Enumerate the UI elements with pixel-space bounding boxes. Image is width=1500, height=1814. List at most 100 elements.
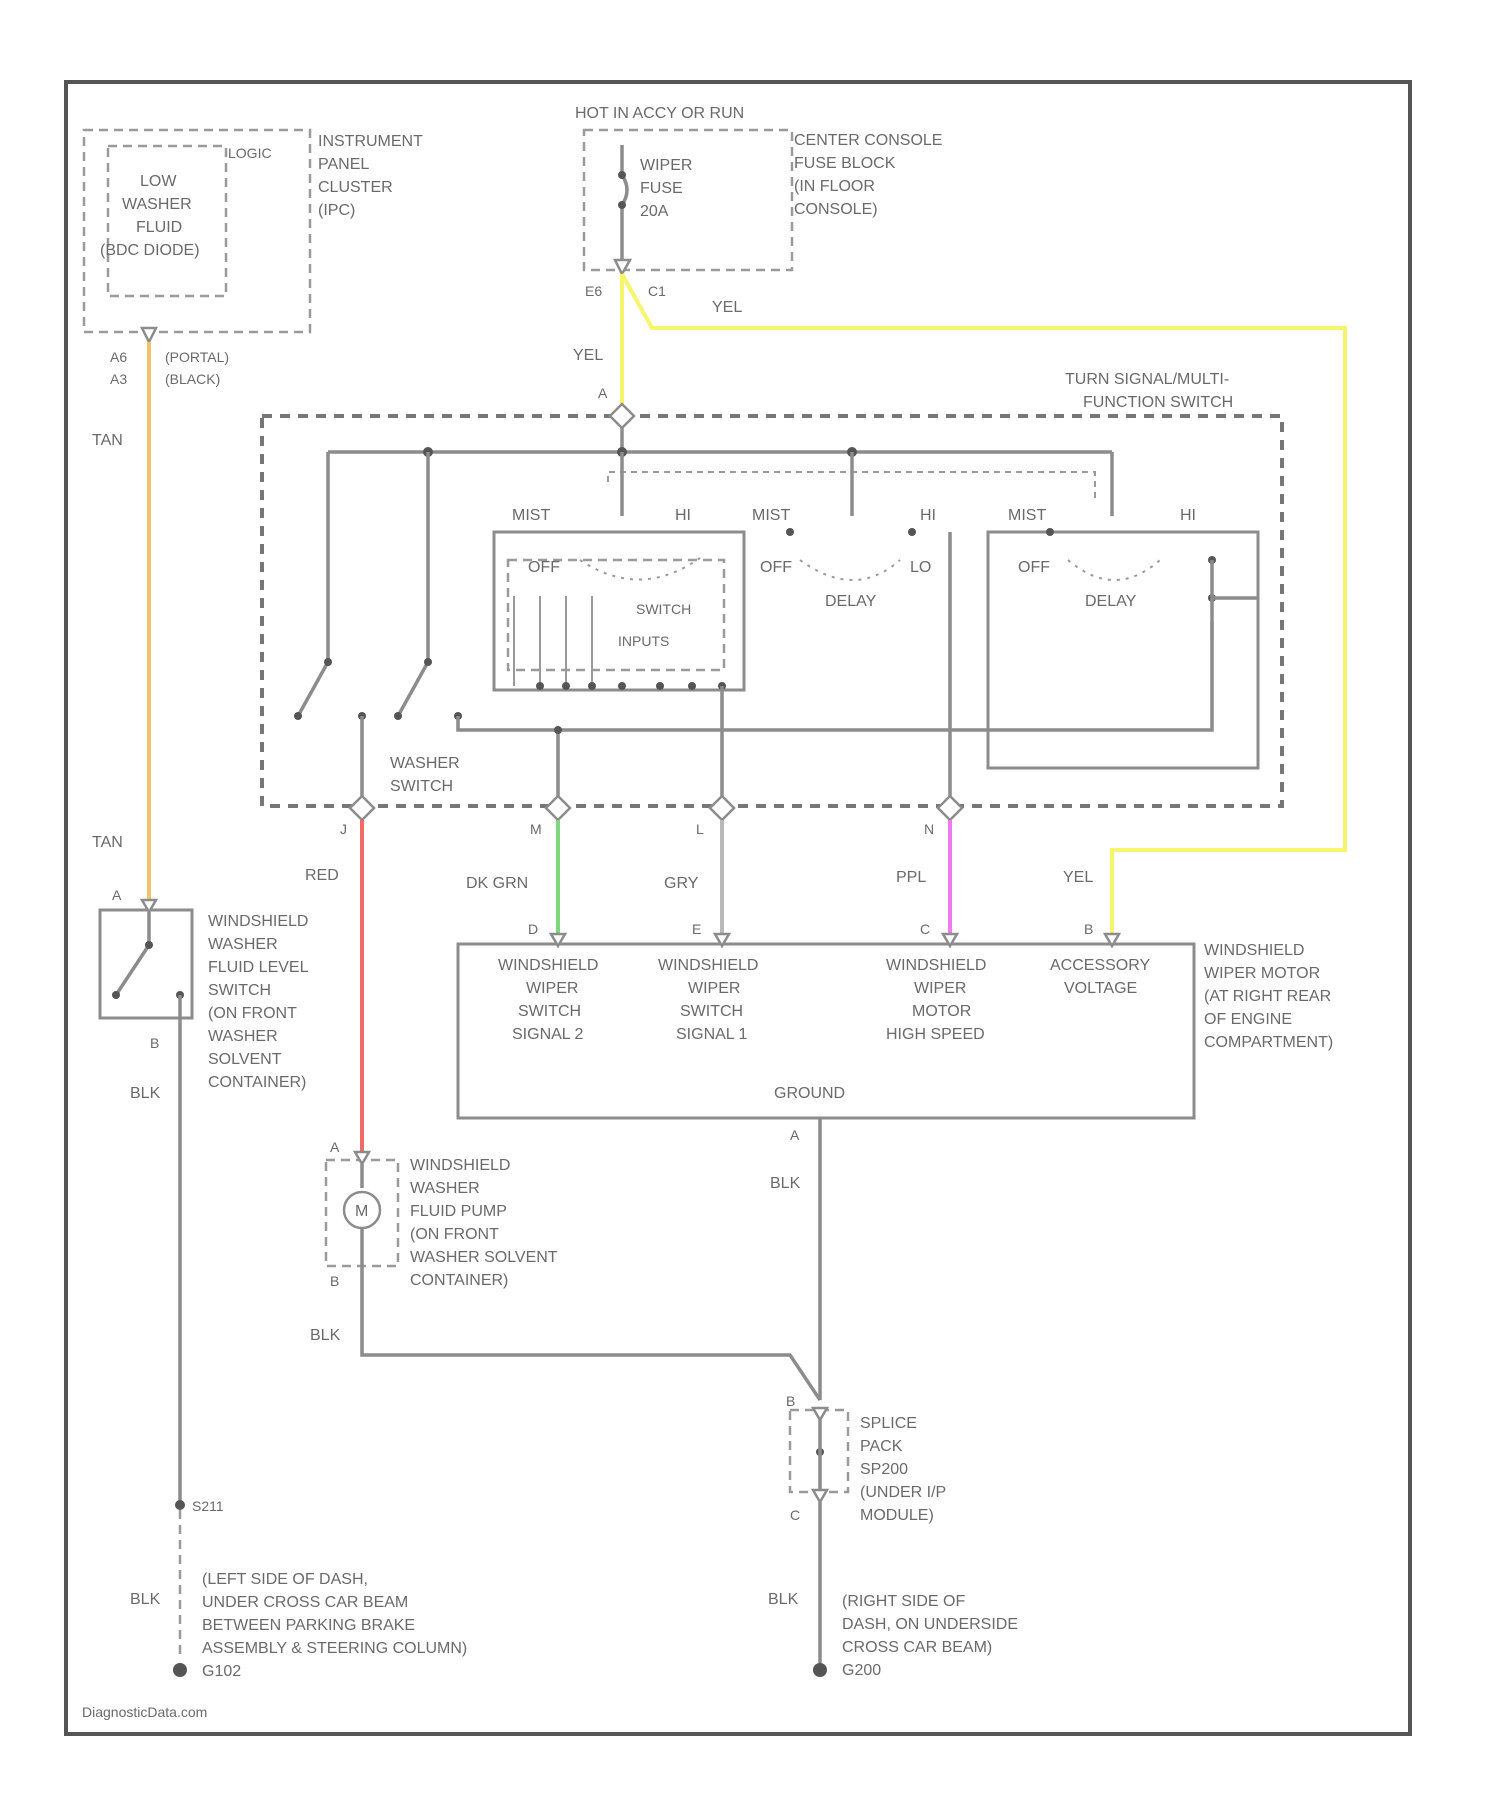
mfs-label-line: TURN SIGNAL/MULTI- [1065,371,1229,388]
ground-right-label-line: (RIGHT SIDE OF [842,1593,965,1610]
splice-pack-label: SPLICE PACK SP200 (UNDER I/P MODULE) [860,1415,946,1524]
ipc-label: INSTRUMENT PANEL CLUSTER (IPC) [318,133,423,219]
mfs-pin-a: A [598,385,608,401]
mid-switch-off: OFF [760,559,792,576]
pump-pin-a: A [330,1139,340,1155]
fuse-label-line: FUSE [640,180,683,197]
wire-label-yel: YEL [1063,869,1093,886]
motor-terminal-line: WIPER [688,980,740,997]
level-switch-pin-b: B [150,1035,159,1051]
wiper-switch-right: MIST HI OFF DELAY [988,452,1258,768]
ipc-indicator-line: LOW [140,173,177,190]
wiper-switch-middle: MIST HI OFF LO DELAY [752,452,950,806]
low-washer-fluid-indicator: LOW WASHER FLUID (BDC DIODE) [100,173,200,259]
ipc-label-line: PANEL [318,156,369,173]
pump-label-line: (ON FRONT [410,1226,499,1243]
motor-label-line: COMPARTMENT) [1204,1034,1333,1051]
fuse-pin-e6: E6 [585,283,602,299]
motor-label: WINDSHIELD WIPER MOTOR (AT RIGHT REAR OF… [1204,942,1333,1051]
motor-label-line: OF ENGINE [1204,1011,1292,1028]
motor-terminal-line: MOTOR [912,1003,971,1020]
pump-label-line: WASHER [410,1180,480,1197]
wire-label-tan: TAN [92,834,123,851]
level-switch-label-line: SWITCH [208,982,271,999]
ipc-indicator-line: FLUID [136,219,182,236]
ipc-label-line: CLUSTER [318,179,393,196]
mfs-pin-j: J [340,821,347,837]
wire-label-yel: YEL [573,347,603,364]
motor-terminal-switch-signal-1: WINDSHIELD WIPER SWITCH SIGNAL 1 [658,957,758,1043]
splice-label-line: SPLICE [860,1415,917,1432]
right-switch-caption: DELAY [1085,593,1137,610]
splice-label-line: PACK [860,1438,903,1455]
splice-pin-b: B [786,1393,795,1409]
level-switch-label-line: WINDSHIELD [208,913,308,930]
motor-terminal-line: SWITCH [680,1003,743,1020]
fuse-block-outline [584,130,792,270]
fuse-label-line: WIPER [640,157,692,174]
fuse-block-label-line: CONSOLE) [794,201,878,218]
ipc-label-line: INSTRUMENT [318,133,423,150]
fuse-label-line: 20A [640,203,669,220]
ground-right-label-line: G200 [842,1662,881,1679]
motor-terminal-line: SWITCH [518,1003,581,1020]
wire-label-yel: YEL [712,299,742,316]
mfs-output-connectors: J M L N [340,796,962,837]
motor-terminal-line: SIGNAL 1 [676,1026,748,1043]
mfs-pin-m: M [530,821,542,837]
pump-pin-b: B [330,1273,339,1289]
ground-left [173,1663,187,1677]
pump-label: WINDSHIELD WASHER FLUID PUMP (ON FRONT W… [410,1157,558,1289]
watermark: DiagnosticData.com [82,1704,207,1720]
level-switch-label-line: SOLVENT [208,1051,282,1068]
pump-label-line: FLUID PUMP [410,1203,507,1220]
motor-terminal-accessory-voltage: ACCESSORY VOLTAGE [1050,957,1151,997]
ground-left-label-line: BETWEEN PARKING BRAKE [202,1617,415,1634]
motor-ground-pin: A [790,1127,800,1143]
right-switch-hi: HI [1180,507,1196,524]
fuse-connector [615,260,630,274]
ground-right-label-line: DASH, ON UNDERSIDE [842,1616,1018,1633]
motor-terminal-line: WIPER [914,980,966,997]
mid-switch-mist: MIST [752,507,790,524]
left-switch-mist: MIST [512,507,550,524]
level-switch-label: WINDSHIELD WASHER FLUID LEVEL SWITCH (ON… [208,913,309,1091]
splice-pin-c: C [790,1507,800,1523]
wiper-fuse: WIPER FUSE 20A [618,145,692,265]
ipc-logic-label: LOGIC [228,145,272,161]
level-switch-label-line: CONTAINER) [208,1074,306,1091]
motor-terminal-line: WINDSHIELD [658,957,758,974]
motor-ground-label: GROUND [774,1085,845,1102]
ground-right [813,1663,827,1677]
pump-label-line: CONTAINER) [410,1272,508,1289]
wire-label-ppl: PPL [896,869,926,886]
yel-wire-to-motor [622,274,1345,935]
level-switch-pin-a: A [112,887,122,903]
ground-left-label-line: (LEFT SIDE OF DASH, [202,1571,368,1588]
mid-switch-lo: LO [910,559,931,576]
mfs-pin-l: L [696,821,704,837]
mfs-input-connector [610,404,634,428]
pump-label-line: WASHER SOLVENT [410,1249,558,1266]
ipc-connector [142,328,156,342]
mfs-pin-n: N [924,821,934,837]
ground-left-label-line: ASSEMBLY & STEERING COLUMN) [202,1640,467,1657]
motor-label-line: WINDSHIELD [1204,942,1304,959]
washer-switch-label-line: SWITCH [390,778,453,795]
ipc-indicator-line: WASHER [122,196,192,213]
ground-left-label-line: G102 [202,1663,241,1680]
level-switch-label-line: WASHER [208,1028,278,1045]
motor-terminal-switch-signal-2: WINDSHIELD WIPER SWITCH SIGNAL 2 [498,957,598,1043]
ipc-outline [84,130,310,332]
wire-label-blk: BLK [310,1327,341,1344]
ground-right-label-line: CROSS CAR BEAM) [842,1639,992,1656]
wire-label-blk: BLK [770,1175,801,1192]
power-label: HOT IN ACCY OR RUN [575,105,744,122]
ground-left-label: (LEFT SIDE OF DASH, UNDER CROSS CAR BEAM… [202,1571,467,1680]
motor-terminal-line: WINDSHIELD [498,957,598,974]
splice-s211 [175,1500,185,1510]
motor-pin-b: B [1084,921,1093,937]
ipc-label-line: (IPC) [318,202,355,219]
motor-label-line: WIPER MOTOR [1204,965,1320,982]
